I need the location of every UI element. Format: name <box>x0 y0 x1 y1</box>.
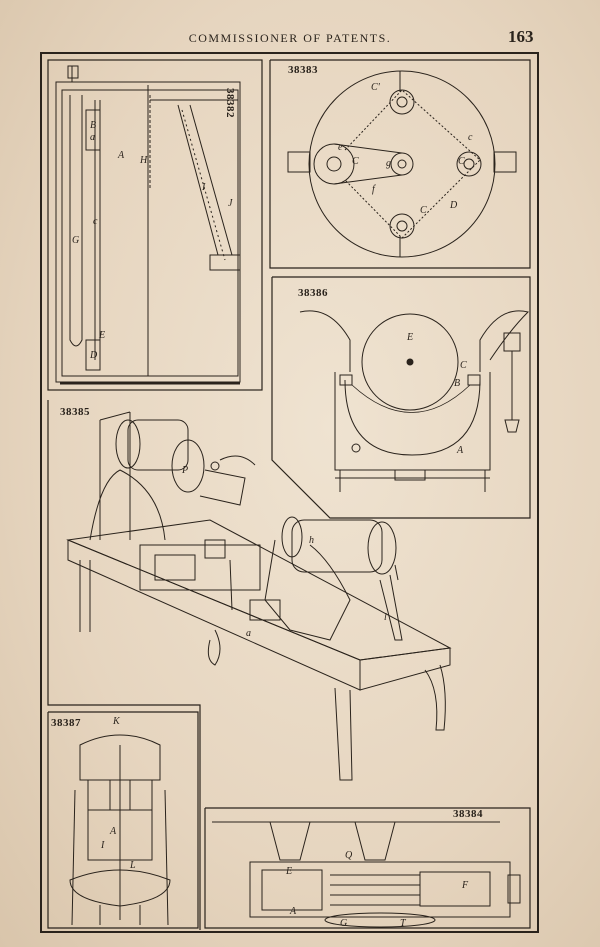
page-number: 163 <box>508 27 534 46</box>
figure-38384-drawing <box>212 821 521 928</box>
figure-38383-letter: c <box>468 132 473 143</box>
figure-38382-letter: H <box>140 155 148 166</box>
figure-38385-number: 38385 <box>60 406 90 418</box>
figure-38383-letter: C <box>352 156 359 167</box>
figure-38384-letter: F <box>462 880 469 891</box>
figure-38384-number: 38384 <box>453 808 483 820</box>
figure-38386-letter: C <box>460 360 467 371</box>
figure-38382-letter: A <box>118 150 125 161</box>
figure-38383-letter: e <box>338 142 343 153</box>
figure-38386-letter: B <box>454 378 461 389</box>
figure-38383-letter: D <box>450 200 458 211</box>
figure-38384-letter: E <box>286 866 293 877</box>
figure-38387-number: 38387 <box>51 717 81 729</box>
figure-38384-letter: T <box>400 918 406 929</box>
figure-38387-letter: L <box>130 860 136 871</box>
figure-38385-drawing <box>66 411 452 781</box>
figure-38384-letter: A <box>290 906 297 917</box>
figure-38382-letter: G <box>72 235 80 246</box>
figure-38385-letter: P <box>182 465 189 476</box>
figure-38385-letter: a <box>246 628 251 639</box>
figure-38387-letter: A <box>110 826 117 837</box>
figure-38385-letter: l <box>384 612 387 623</box>
figure-38383-number: 38383 <box>288 64 318 76</box>
figure-38383-letter: C' <box>371 82 380 93</box>
figure-38382-letter: c <box>93 216 98 227</box>
figure-38382-letter: E <box>99 330 106 341</box>
figure-38387-letter: I <box>101 840 105 851</box>
figure-38386-drawing <box>299 310 529 492</box>
figure-38383-letter: g <box>386 158 391 169</box>
figure-38382-letter: D <box>90 350 98 361</box>
figure-38383-letter: f <box>372 184 375 195</box>
engraving-plate <box>40 52 539 933</box>
figure-38384-letter: Q <box>345 850 353 861</box>
figure-38386-number: 38386 <box>298 287 328 299</box>
figure-38383-letter: C <box>420 205 427 216</box>
page-header-title: COMMISSIONER OF PATENTS. <box>188 31 392 45</box>
figure-38382-drawing <box>55 65 241 385</box>
panel-borders <box>47 59 531 930</box>
figure-38383-drawing <box>287 70 517 258</box>
figure-38382-letter: B <box>90 120 97 131</box>
figure-38382-letter: I <box>202 182 206 193</box>
figure-38382-letter: J <box>228 198 233 209</box>
figure-38387-letter: K <box>113 716 120 727</box>
figure-38387-drawing <box>69 734 171 926</box>
figure-38386-letter: E <box>407 332 414 343</box>
figure-38384-letter: G <box>340 918 348 929</box>
figure-38386-letter: A <box>457 445 464 456</box>
figure-38382-number: 38382 <box>224 88 236 118</box>
figure-38385-letter: h <box>309 535 314 546</box>
figure-38382-letter: a <box>90 132 95 143</box>
figure-38383-letter: C <box>458 156 465 167</box>
